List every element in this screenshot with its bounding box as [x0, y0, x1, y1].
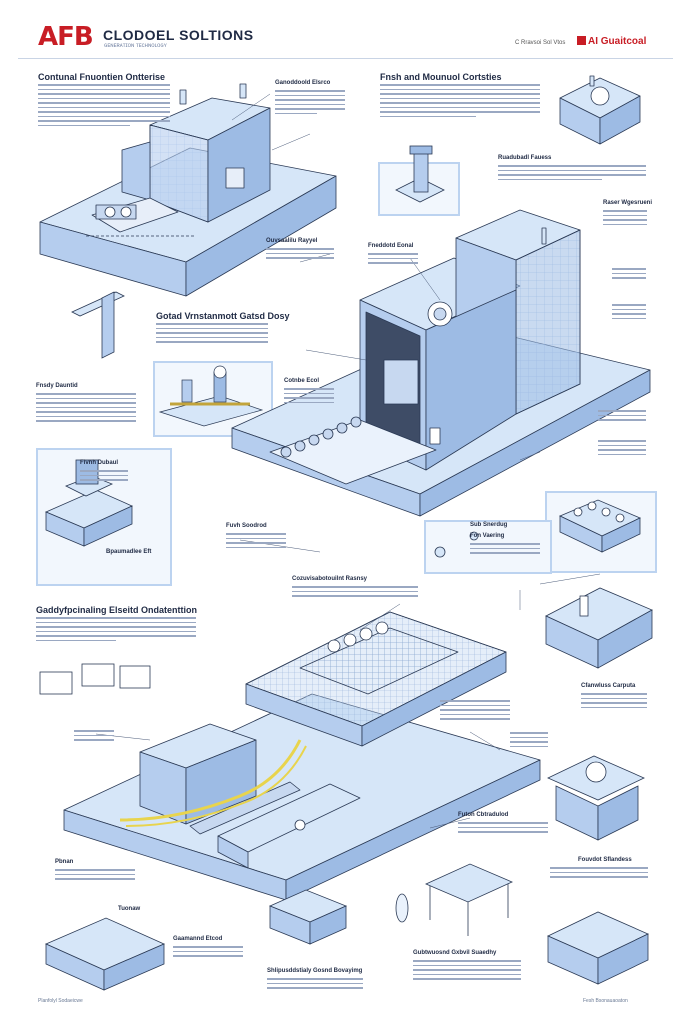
header-divider — [18, 58, 673, 59]
section-title-mid-left: Gotad Vrnstanmott Gatsd Dosy — [156, 311, 290, 321]
text-block-mid-left — [156, 323, 268, 346]
label-right-1: Ruadubadl Fauess — [498, 155, 552, 161]
text-block-right-5 — [598, 410, 646, 424]
section-title-top-left: Contunal Fnuontien Ontterise — [38, 72, 165, 82]
valves-inset-illustration — [434, 531, 479, 558]
module-inset-illustration — [559, 499, 641, 553]
text-block-mid-2 — [368, 253, 418, 267]
label-left-panel: Fivnh Dubaul — [80, 460, 118, 466]
text-block-mid-1 — [266, 248, 334, 262]
label-center-1: Cotnbe Ecol — [284, 378, 320, 384]
text-block-left-panel — [80, 470, 128, 484]
label-bottom-left-sub: Tuonaw — [118, 906, 141, 912]
label-mid-1: Ouvsaalilu Rayyel — [266, 238, 318, 244]
machinery-inset-illustration — [158, 365, 264, 427]
text-block-right-4 — [612, 304, 646, 322]
label-bottom-right: Fouvdot Sflandess — [578, 857, 632, 863]
text-block-bottom-center — [458, 822, 548, 836]
bottom-left-base-illustration — [45, 917, 165, 991]
annotation-leader-lines — [95, 93, 601, 829]
text-block-right-3 — [612, 268, 646, 282]
text-block-center-2 — [226, 533, 286, 551]
text-block-top-left — [38, 84, 170, 129]
label-left-small: Fnsdy Dauntid — [36, 383, 78, 389]
main-building-illustration — [231, 209, 651, 517]
label-lower-center: Cozuvisabotouilnt Rasnsy — [292, 576, 368, 582]
right-tank-pavilion-illustration — [547, 755, 645, 841]
section-title-top-right: Fnsh and Mounuol Cortsties — [380, 72, 502, 82]
label-lower-right: Cfanwluss Carputa — [581, 683, 636, 689]
text-block-lower-center — [292, 586, 418, 600]
signboards-illustration — [39, 663, 151, 695]
header-middle-text: C Rravsoi Sol Vtos — [515, 40, 566, 46]
text-block-bottom-right — [550, 867, 648, 881]
text-block-right-6 — [598, 440, 646, 458]
text-block-right-2 — [603, 210, 647, 228]
label-right-mid-sub: Fon Vaering — [470, 533, 505, 539]
text-block-lower-left-2 — [74, 730, 114, 744]
bottom-center-structures-illustration — [268, 863, 513, 945]
label-left-panel-sub: Bpaumadlee Eft — [106, 549, 152, 555]
text-block-right-1 — [498, 165, 646, 183]
text-block-top-right — [380, 84, 540, 120]
label-right-mid: Sub Snerdug — [470, 522, 508, 528]
label-center-2: Fuvh Soodrod — [226, 523, 267, 529]
label-bottom-left: Pbnan — [55, 859, 74, 865]
tower-inset-illustration — [395, 145, 445, 203]
bottom-right-building-illustration — [547, 911, 649, 985]
header: AFB CLODOEL SOLTIONS ɢᴇɴᴇʀᴀᴛɪᴏɴ ᴛᴇᴄʜɴᴏʟᴏ… — [0, 0, 688, 60]
text-block-bottom-center-2 — [413, 960, 521, 983]
top-right-building-illustration — [559, 75, 641, 145]
pipe-bracket-illustration — [71, 291, 125, 359]
generator-inset-illustration — [44, 459, 133, 547]
brand-name: CLODOEL SOLTIONS — [103, 27, 254, 43]
text-block-left-small — [36, 393, 136, 425]
inset-panel-valves — [424, 520, 552, 574]
text-block-bottom-left — [55, 869, 135, 883]
label-bottom-center-4: Gaamannd Etcod — [173, 936, 223, 942]
text-block-top-center — [275, 90, 345, 117]
text-block-center-1 — [284, 388, 334, 406]
company-logo: AFB — [38, 22, 94, 52]
brand-subtitle: ɢᴇɴᴇʀᴀᴛɪᴏɴ ᴛᴇᴄʜɴᴏʟᴏɢʏ — [104, 43, 167, 49]
top-left-plant-illustration — [39, 83, 337, 297]
text-block-lower-right-2 — [440, 700, 510, 723]
badge-square-icon — [577, 36, 586, 45]
label-bottom-center-3: Shlipusddstialy Gosnd Bovayimg — [267, 968, 363, 974]
label-right-2: Raser Wgesrueni — [603, 200, 653, 206]
footer-right: Fesh Bsonauaoaton — [583, 998, 628, 1004]
text-block-lower-left — [36, 617, 196, 644]
text-block-lower-right-3 — [510, 732, 548, 750]
text-block-bottom-center-4 — [173, 946, 243, 960]
lower-facility-illustration — [63, 611, 541, 901]
text-block-lower-right — [581, 693, 647, 711]
label-bottom-center-2: Gubtwuosnd Gxbvil Suaedhy — [413, 950, 497, 956]
label-top-center: Ganoddoold Elsrco — [275, 80, 331, 86]
footer-left: Planfolyl Sodaeicwe — [38, 998, 83, 1004]
label-mid-2: Fneddotd Eonal — [368, 243, 414, 249]
label-bottom-center: Futon Cbtradulod — [458, 812, 509, 818]
section-title-lower-left: Gaddyfpcinaling Elseitd Ondatenttion — [36, 605, 198, 615]
text-block-bottom-center-3 — [267, 978, 363, 992]
text-block-right-mid — [470, 543, 540, 557]
header-badge: AI Guaitcoal — [577, 36, 646, 47]
right-pavilion-illustration — [545, 587, 653, 669]
